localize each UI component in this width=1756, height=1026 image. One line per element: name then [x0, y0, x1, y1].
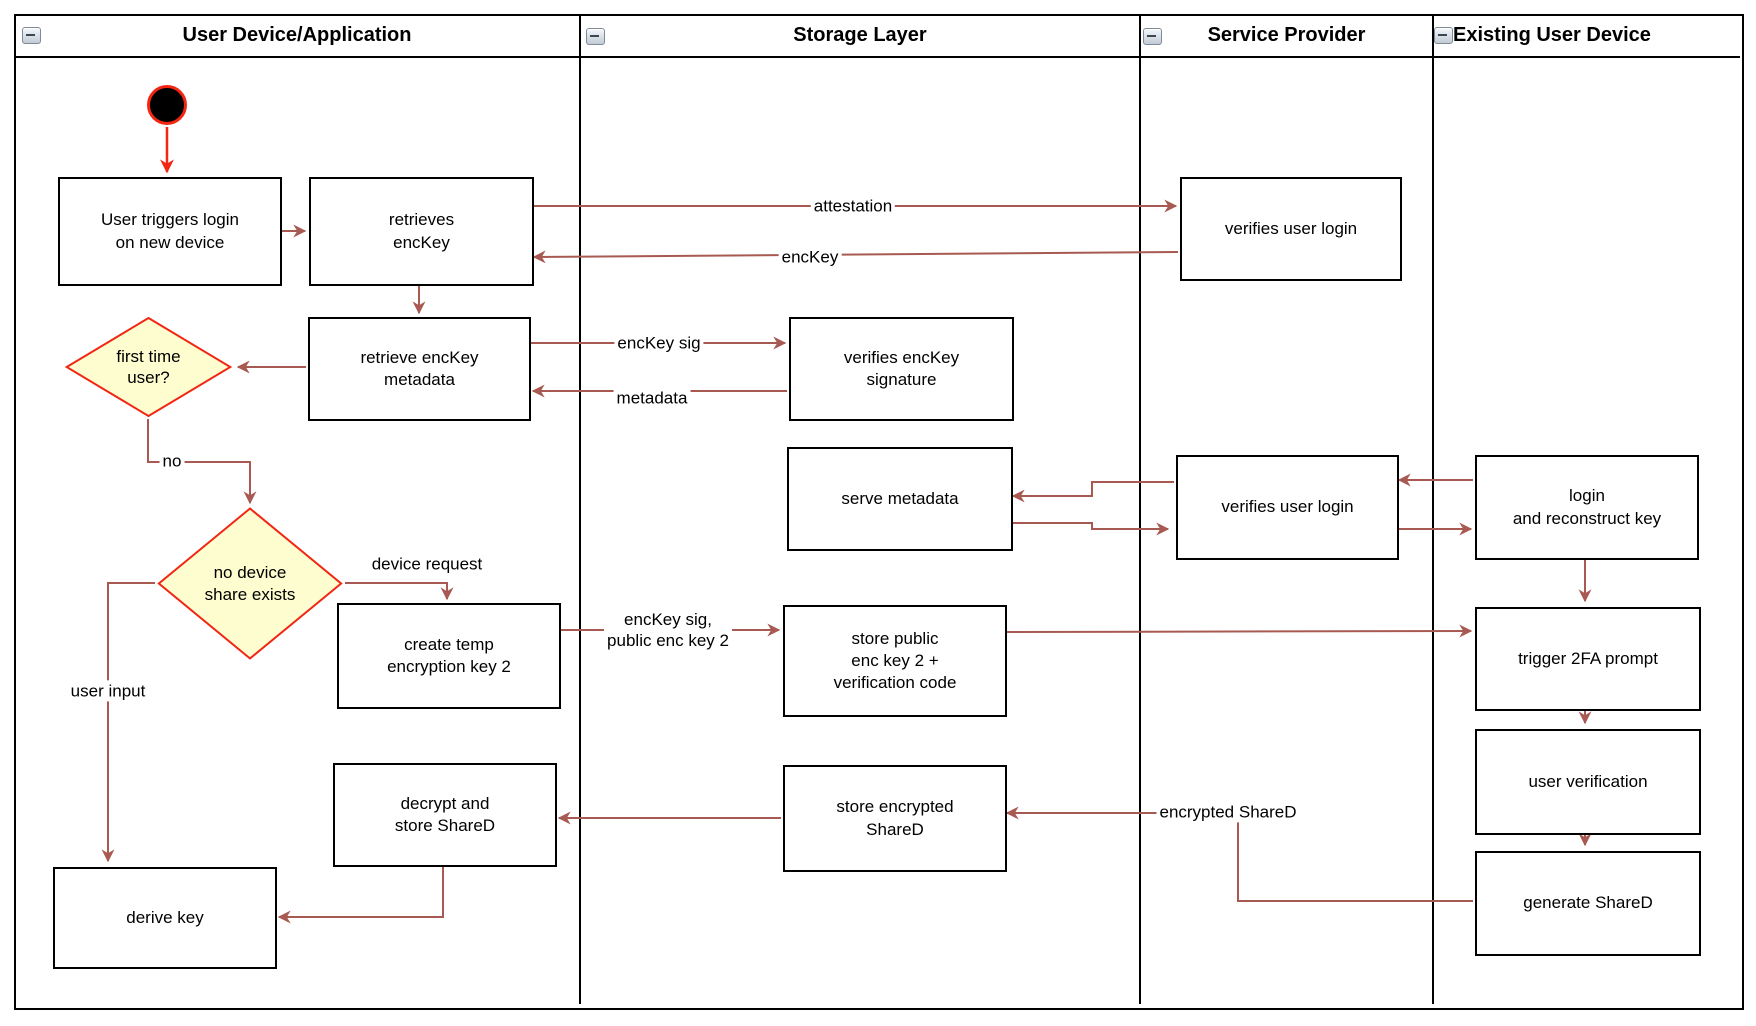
lane-divider-1: [579, 16, 581, 1004]
edge-label-enckey-sig: encKey sig: [614, 332, 704, 354]
edge-label-encrypted-shared: encrypted ShareD: [1156, 801, 1300, 823]
lane-header-divider: [16, 56, 1740, 58]
collapse-icon[interactable]: [1143, 28, 1162, 45]
edge-no-branch: [147, 419, 257, 505]
collapse-icon[interactable]: [22, 27, 41, 44]
node-verifies-enckey-signature[interactable]: verifies encKey signature: [789, 317, 1014, 421]
edge-label-enckey: encKey: [778, 246, 842, 268]
edge-label-device-request: device request: [368, 553, 486, 575]
edge-label-attestation: attestation: [810, 195, 896, 217]
lane-header-user-device[interactable]: User Device/Application: [182, 24, 412, 46]
edge-label-enckey-sig-public: encKey sig, public enc key 2: [604, 608, 732, 652]
edge-label-user-input: user input: [67, 680, 149, 702]
lane-header-existing-device[interactable]: Existing User Device: [1453, 24, 1651, 46]
node-retrieve-enckey-metadata[interactable]: retrieve encKey metadata: [308, 317, 531, 421]
node-user-triggers-login[interactable]: User triggers login on new device: [58, 177, 282, 286]
collapse-icon[interactable]: [586, 28, 605, 45]
node-store-public-enc-key[interactable]: store public enc key 2 + verification co…: [783, 605, 1007, 717]
decision-first-time-user[interactable]: first time user?: [65, 317, 232, 417]
node-generate-shared[interactable]: generate ShareD: [1475, 851, 1701, 956]
initial-node[interactable]: [147, 85, 187, 125]
edge-serve-to-verifies: [1011, 522, 1170, 536]
decision-label: first time user?: [116, 346, 181, 387]
node-verifies-user-login-1[interactable]: verifies user login: [1180, 177, 1402, 281]
node-user-verification[interactable]: user verification: [1475, 729, 1701, 835]
edge-store-public-to-2fa: [1004, 624, 1473, 638]
edge-verifies-to-serve: [1011, 481, 1174, 503]
node-serve-metadata[interactable]: serve metadata: [787, 447, 1013, 551]
lane-header-service-provider[interactable]: Service Provider: [1207, 24, 1366, 46]
lane-divider-3: [1432, 16, 1434, 1004]
node-trigger-2fa-prompt[interactable]: trigger 2FA prompt: [1475, 607, 1701, 711]
node-create-temp-encryption-key[interactable]: create temp encryption key 2: [337, 603, 561, 709]
edge-enckey-return: [532, 250, 1179, 264]
edge-decrypt-to-derive: [277, 865, 444, 924]
edge-user-input: [101, 582, 155, 863]
edge-device-request: [345, 582, 454, 601]
node-derive-key[interactable]: derive key: [53, 867, 277, 969]
collapse-icon[interactable]: [1434, 27, 1453, 44]
lane-divider-2: [1139, 16, 1141, 1004]
node-login-and-reconstruct-key[interactable]: login and reconstruct key: [1475, 455, 1699, 560]
edge-encrypted-shared: [1005, 806, 1473, 902]
node-retrieves-enckey[interactable]: retrieves encKey: [309, 177, 534, 286]
lane-header-storage-layer[interactable]: Storage Layer: [793, 24, 927, 46]
decision-label: no device share exists: [204, 563, 296, 604]
node-verifies-user-login-2[interactable]: verifies user login: [1176, 455, 1399, 560]
node-decrypt-store-shared[interactable]: decrypt and store ShareD: [333, 763, 557, 867]
node-store-encrypted-shared[interactable]: store encrypted ShareD: [783, 765, 1007, 872]
edge-label-no: no: [159, 450, 185, 472]
edge-label-metadata: metadata: [613, 387, 691, 409]
decision-no-device-share-exists[interactable]: no device share exists: [157, 507, 343, 660]
